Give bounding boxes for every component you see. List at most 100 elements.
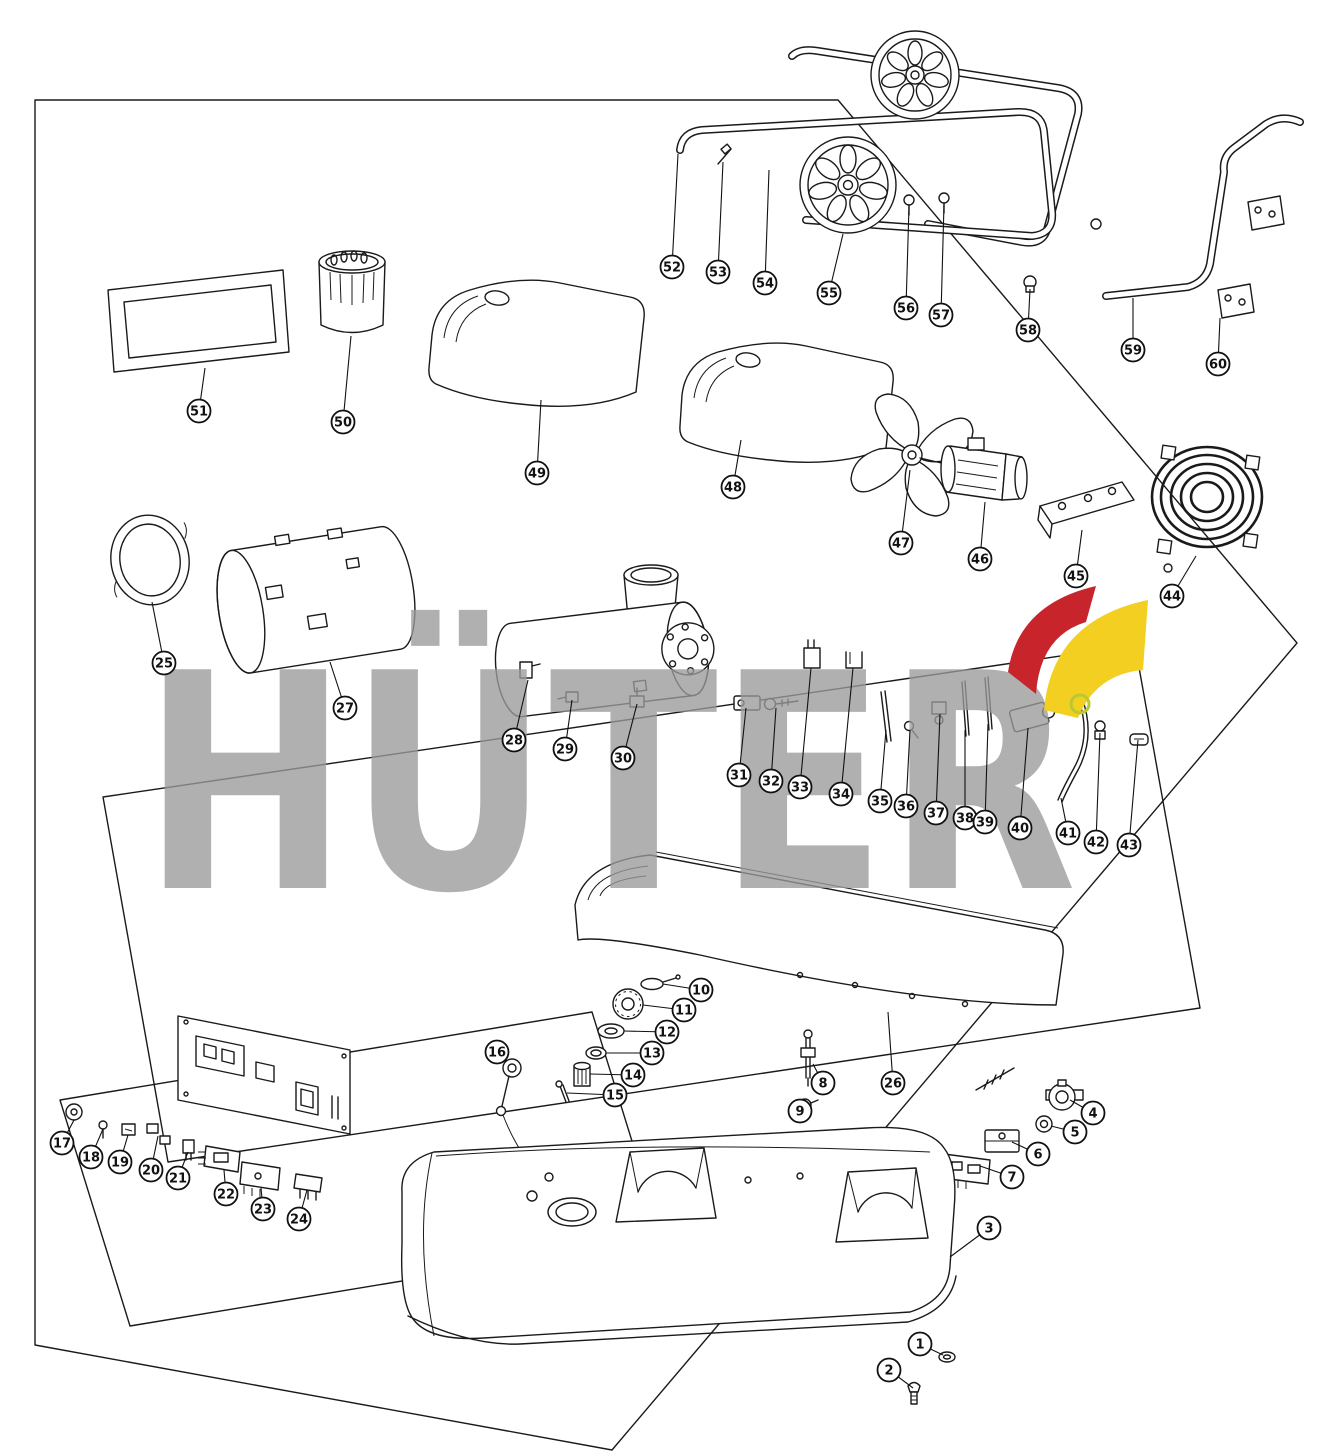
fuel-tank	[401, 1126, 957, 1345]
control-panel	[177, 1015, 351, 1135]
callout-number-38: 38	[956, 812, 974, 827]
callout-51: 51	[186, 398, 212, 424]
callout-number-26: 26	[884, 1077, 902, 1092]
small-part-31-block	[733, 695, 761, 711]
callout-number-18: 18	[82, 1151, 100, 1166]
callout-15: 15	[602, 1082, 628, 1108]
leader-line-56	[905, 205, 910, 309]
callout-number-53: 53	[709, 266, 727, 281]
callout-number-24: 24	[290, 1213, 308, 1228]
callout-number-27: 27	[336, 702, 354, 717]
callout-number-23: 23	[254, 1203, 272, 1218]
end-cap	[1023, 218, 1102, 293]
callout-23: 23	[250, 1196, 276, 1222]
callout-number-9: 9	[795, 1105, 804, 1120]
connector-24	[293, 1173, 323, 1201]
connector-21	[182, 1139, 195, 1161]
callout-2: 2	[876, 1357, 902, 1383]
leader-line-43	[1128, 739, 1139, 846]
callout-19: 19	[107, 1149, 133, 1175]
handle-frame-front	[676, 107, 1057, 240]
callout-number-25: 25	[155, 657, 173, 672]
heater-body	[494, 601, 715, 718]
callout-33: 33	[787, 774, 813, 800]
callout-number-41: 41	[1059, 827, 1077, 842]
wheel-small	[870, 30, 960, 120]
callout-number-59: 59	[1124, 344, 1142, 359]
callout-38: 38	[952, 805, 978, 831]
callout-number-47: 47	[892, 537, 910, 552]
callout-35: 35	[867, 788, 893, 814]
callout-32: 32	[758, 768, 784, 794]
callout-number-52: 52	[663, 261, 681, 276]
callout-number-11: 11	[675, 1004, 693, 1019]
logo-red-swoosh	[1008, 586, 1096, 694]
callout-number-12: 12	[658, 1026, 676, 1041]
callout-number-54: 54	[756, 277, 774, 292]
callout-number-19: 19	[111, 1156, 129, 1171]
callout-number-2: 2	[884, 1364, 893, 1379]
callout-number-36: 36	[897, 800, 915, 815]
callout-number-29: 29	[556, 743, 574, 758]
callout-30: 30	[610, 745, 636, 771]
callout-27: 27	[332, 695, 358, 721]
small-part-36-bolt	[903, 720, 919, 739]
motor	[919, 437, 1028, 501]
callout-31: 31	[726, 762, 752, 788]
callout-number-58: 58	[1019, 324, 1037, 339]
callout-6: 6	[1025, 1141, 1051, 1167]
callout-number-40: 40	[1011, 822, 1029, 837]
bolt-18	[98, 1120, 108, 1139]
brand-logo	[1008, 586, 1148, 718]
callout-48: 48	[720, 474, 746, 500]
callout-number-32: 32	[762, 775, 780, 790]
callout-55: 55	[816, 280, 842, 306]
logo-yellow-swoosh	[1044, 600, 1148, 718]
callout-number-42: 42	[1087, 836, 1105, 851]
solenoid-box	[984, 1129, 1020, 1153]
callout-number-5: 5	[1070, 1126, 1079, 1141]
callout-20: 20	[138, 1157, 164, 1183]
callout-53: 53	[705, 259, 731, 285]
callout-11: 11	[671, 997, 697, 1023]
leader-line-39	[984, 723, 989, 823]
outlet-ring	[110, 514, 190, 606]
combustion-drum	[216, 525, 416, 674]
callout-40: 40	[1007, 815, 1033, 841]
callout-3: 3	[976, 1215, 1002, 1241]
callout-37: 37	[923, 800, 949, 826]
callout-60: 60	[1205, 351, 1231, 377]
callout-34: 34	[828, 781, 854, 807]
wheel-large	[799, 136, 897, 234]
callout-number-20: 20	[142, 1164, 160, 1179]
callout-29: 29	[552, 736, 578, 762]
callout-number-6: 6	[1033, 1148, 1042, 1163]
callout-number-30: 30	[614, 752, 632, 767]
callout-9: 9	[787, 1098, 813, 1124]
callout-number-50: 50	[334, 416, 352, 431]
handle-frame-rear	[788, 46, 1083, 247]
callout-49: 49	[524, 460, 550, 486]
pcb-23	[239, 1161, 281, 1197]
leader-line-34	[840, 667, 854, 795]
callout-58: 58	[1015, 317, 1041, 343]
callout-41: 41	[1055, 820, 1081, 846]
callout-number-13: 13	[643, 1047, 661, 1062]
pcb-22	[198, 1145, 241, 1173]
callout-42: 42	[1083, 829, 1109, 855]
handle-right	[1102, 114, 1304, 319]
callout-number-55: 55	[820, 287, 838, 302]
callout-13: 13	[639, 1040, 665, 1066]
leader-line-42	[1095, 732, 1101, 843]
small-part-37-connector	[931, 701, 947, 725]
callout-number-34: 34	[832, 788, 850, 803]
upper-shell-right	[679, 342, 894, 463]
motor-bracket	[1037, 481, 1135, 539]
callout-47: 47	[888, 530, 914, 556]
callout-number-16: 16	[488, 1046, 506, 1061]
callout-number-43: 43	[1120, 839, 1138, 854]
leader-line-50	[342, 335, 352, 423]
leader-line-52	[671, 153, 679, 268]
washer-1	[938, 1351, 956, 1363]
small-part-43-cap	[1129, 733, 1149, 746]
